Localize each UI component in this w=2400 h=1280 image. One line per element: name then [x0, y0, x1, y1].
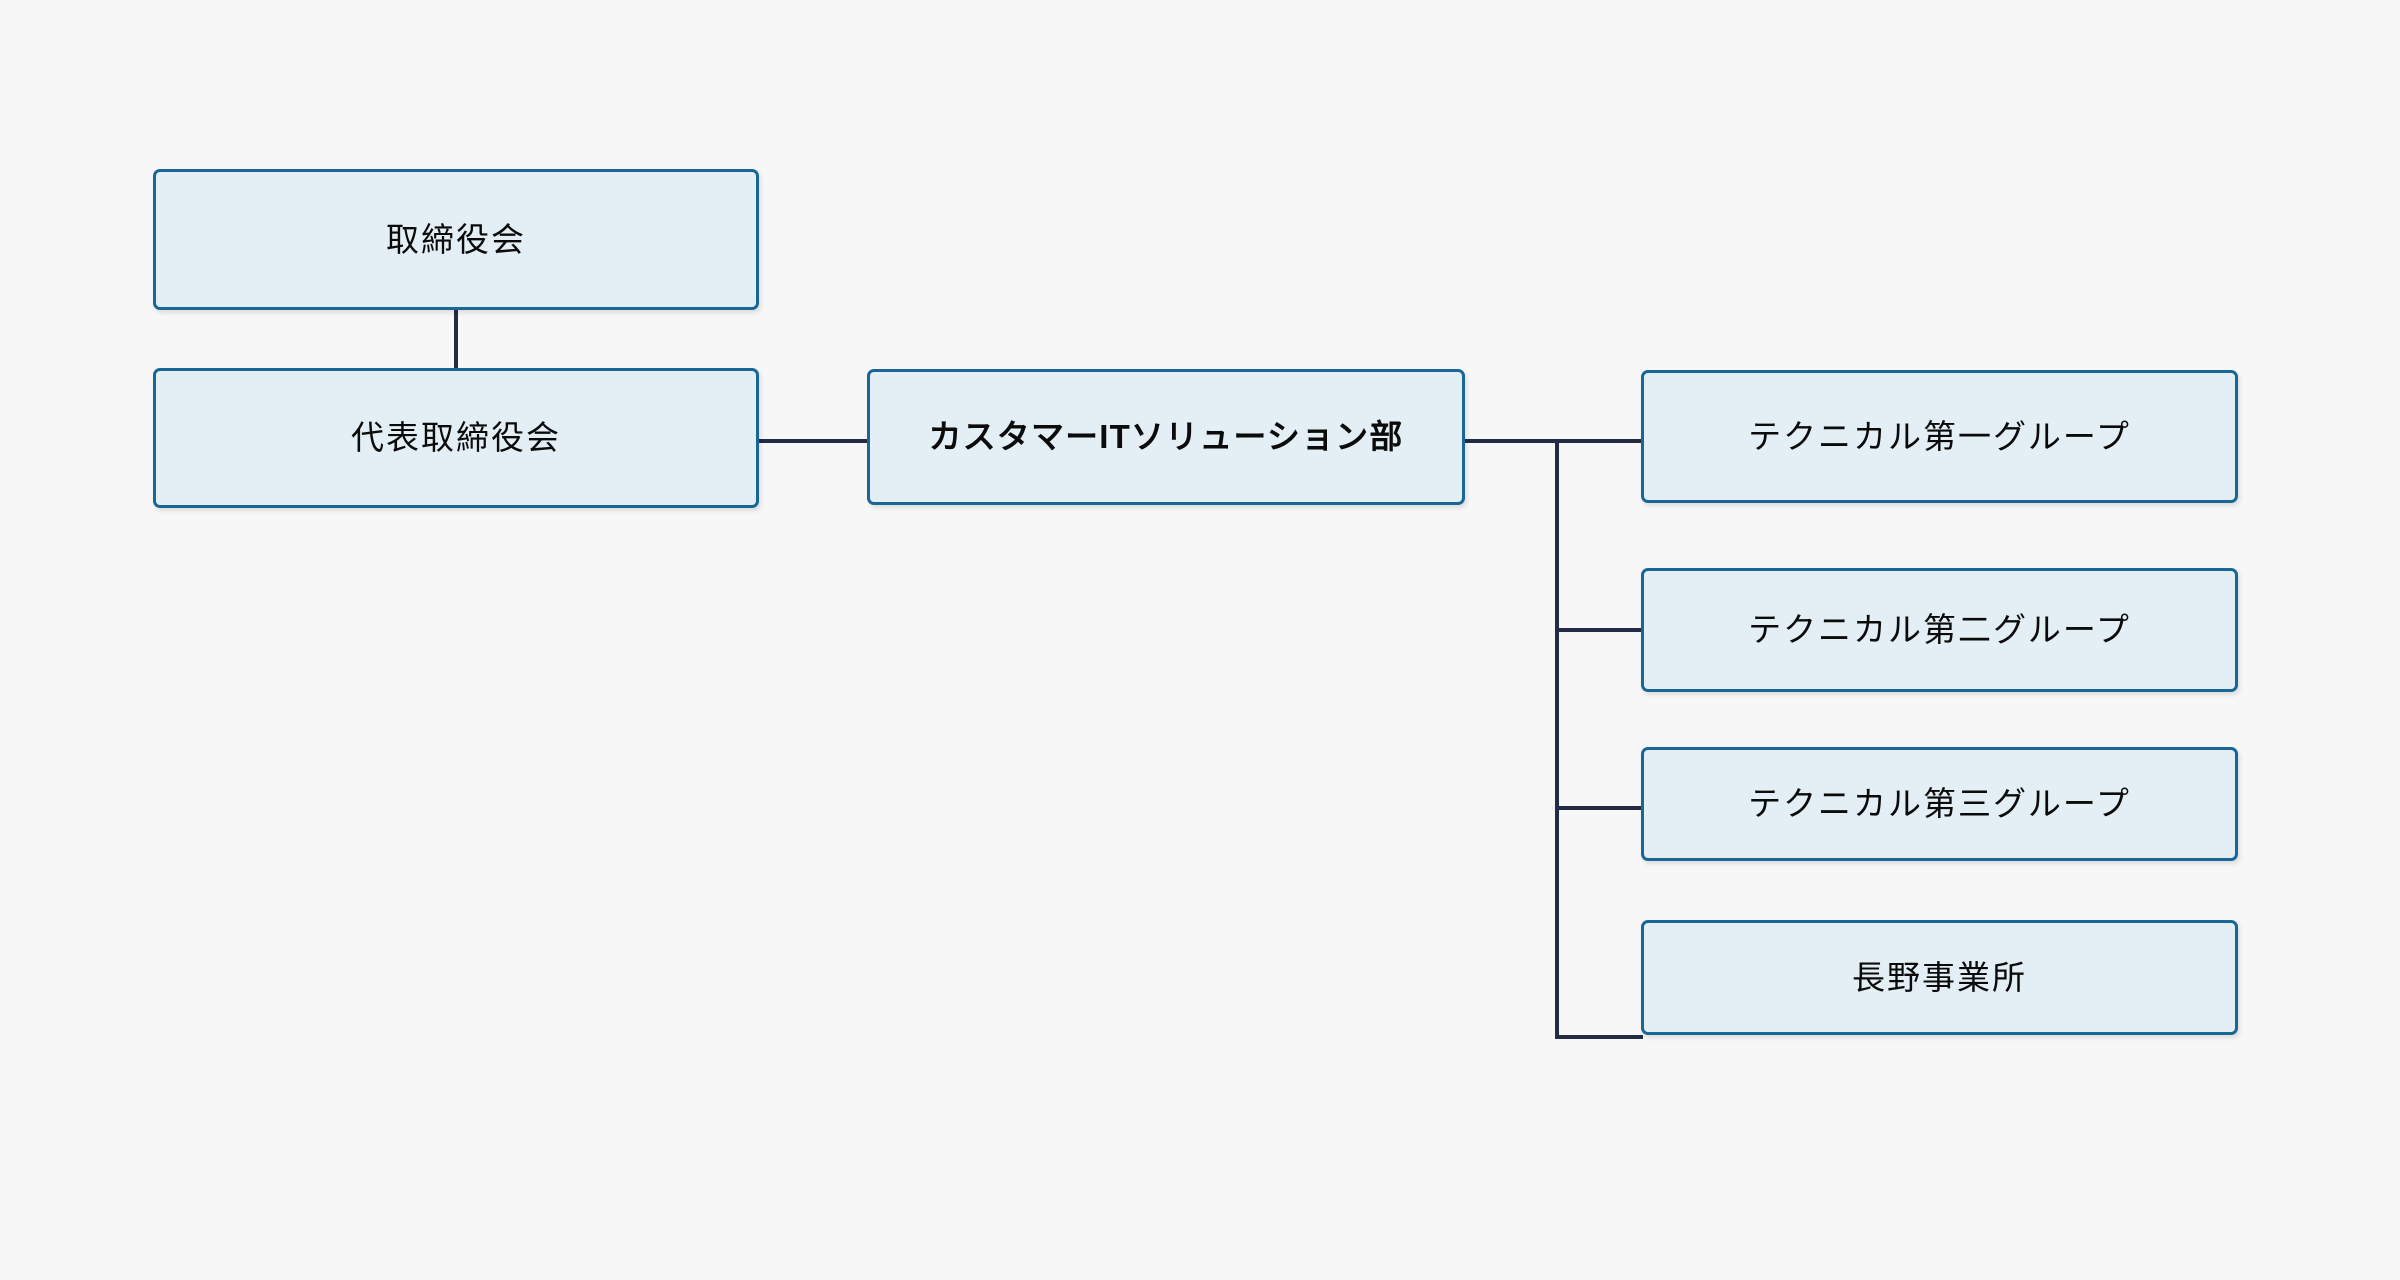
connector-board-to-rep-board	[454, 308, 458, 370]
node-label-representative-board: 代表取締役会	[351, 419, 561, 457]
node-label-technical-group-3: テクニカル第三グループ	[1748, 785, 2131, 823]
node-customer-it-solutions-division[interactable]: カスタマーITソリューション部	[867, 369, 1465, 505]
connector-trunk-to-tech-group-3	[1555, 806, 1643, 810]
node-label-nagano-office: 長野事業所	[1852, 958, 2027, 996]
connector-trunk-vertical	[1555, 439, 1559, 1039]
node-label-technical-group-1: テクニカル第一グループ	[1748, 417, 2131, 455]
connector-trunk-to-nagano-office	[1555, 1035, 1643, 1039]
connector-trunk-to-tech-group-2	[1555, 628, 1643, 632]
node-technical-group-2[interactable]: テクニカル第二グループ	[1641, 568, 2238, 692]
node-nagano-office[interactable]: 長野事業所	[1641, 920, 2238, 1035]
node-board-of-directors[interactable]: 取締役会	[153, 169, 759, 310]
node-technical-group-3[interactable]: テクニカル第三グループ	[1641, 747, 2238, 861]
connector-division-to-trunk	[1463, 439, 1559, 443]
node-representative-board[interactable]: 代表取締役会	[153, 368, 759, 508]
node-label-technical-group-2: テクニカル第二グループ	[1748, 611, 2131, 649]
connector-trunk-to-tech-group-1	[1555, 439, 1643, 443]
connector-rep-board-to-division	[757, 439, 869, 443]
node-label-board-of-directors: 取締役会	[386, 220, 526, 258]
node-label-customer-it-solutions-division: カスタマーITソリューション部	[928, 418, 1404, 456]
node-technical-group-1[interactable]: テクニカル第一グループ	[1641, 370, 2238, 503]
